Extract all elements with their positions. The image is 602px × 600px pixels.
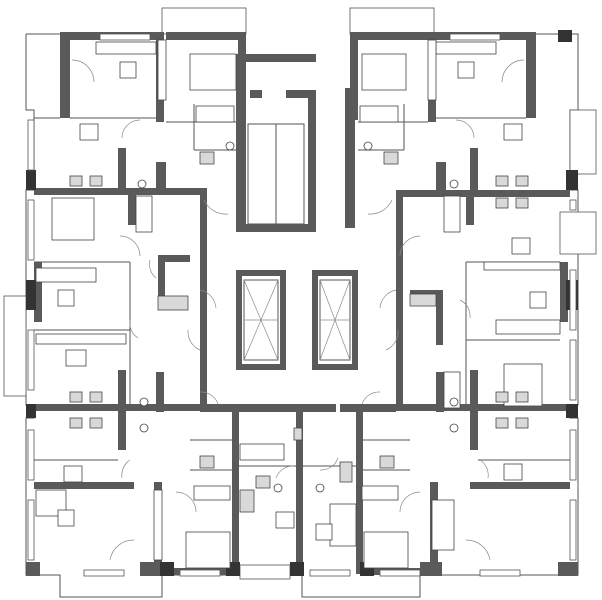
sink-icon — [69, 151, 529, 489]
elevator-icon — [243, 279, 351, 361]
door-swings — [71, 59, 525, 561]
toilet-icon — [137, 141, 459, 493]
sofa-icon — [35, 39, 561, 561]
stair-icon — [247, 123, 305, 225]
stove-icon — [157, 293, 437, 513]
table-icon — [57, 61, 547, 541]
bed-icon — [51, 53, 543, 569]
outer-contour — [3, 7, 597, 598]
windows — [27, 33, 577, 577]
walls — [26, 30, 578, 576]
bathtub-icon — [135, 105, 461, 501]
